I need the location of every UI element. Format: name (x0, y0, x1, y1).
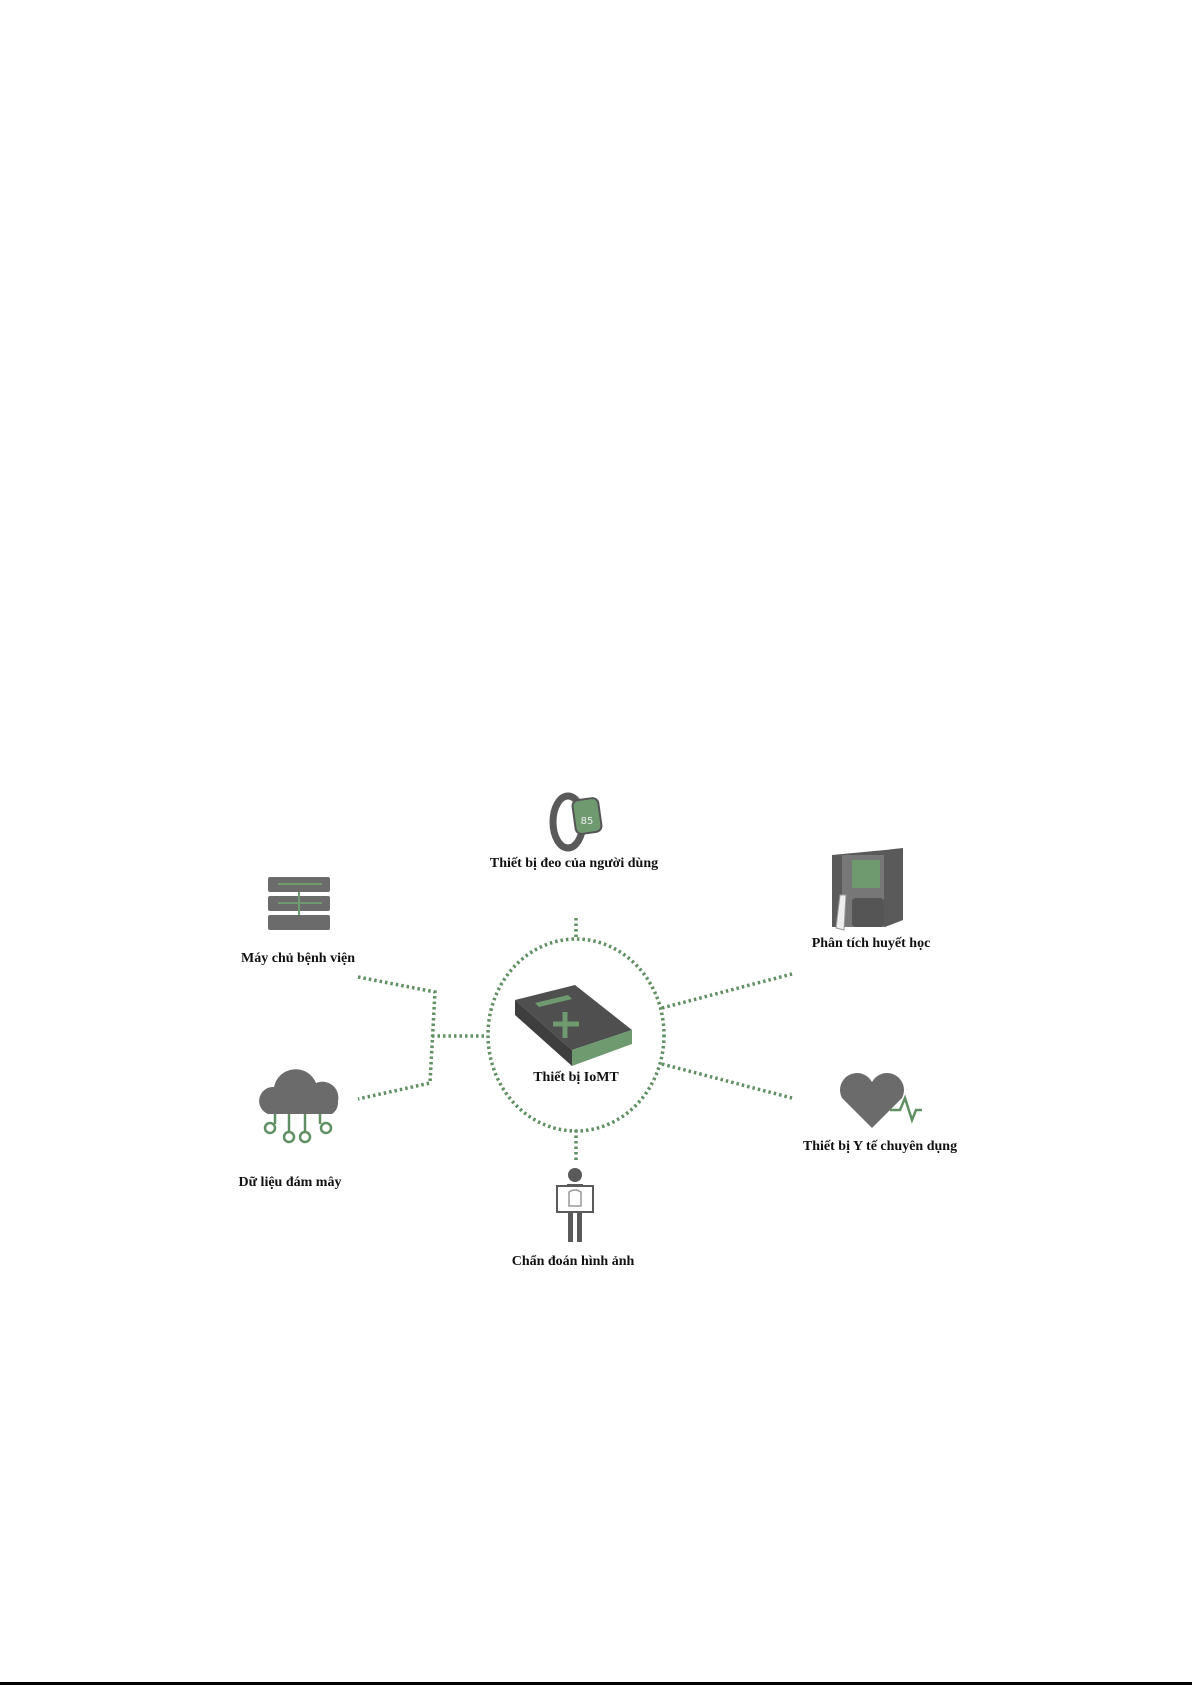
connector-medical (661, 1062, 793, 1100)
bottom-rule (0, 1682, 1192, 1685)
hematology-label: Phân tích huyết học (812, 936, 931, 951)
server-icon (268, 877, 330, 930)
medical-label: Thiết bị Y tế chuyên dụng (803, 1139, 957, 1154)
cloud-icon (259, 1069, 339, 1144)
wearable-label: Thiết bị đeo của người dùng (490, 856, 658, 871)
xray-person-icon (556, 1168, 594, 1242)
cloud-label: Dữ liệu đám mây (239, 1175, 342, 1190)
smartwatch-icon: 85 (549, 792, 603, 852)
heart-pulse-icon (840, 1073, 922, 1128)
iomt-device-icon (515, 985, 632, 1066)
imaging-label: Chẩn đoán hình ảnh (512, 1254, 635, 1269)
connector-hematology (661, 972, 793, 1010)
watch-screen-value: 85 (581, 816, 594, 827)
center-label: Thiết bị IoMT (533, 1070, 619, 1085)
server-label: Máy chủ bệnh viện (241, 951, 355, 966)
connectors (357, 918, 793, 1160)
connector-bracket-left (357, 975, 437, 1101)
hematology-analyzer-icon (832, 848, 903, 931)
